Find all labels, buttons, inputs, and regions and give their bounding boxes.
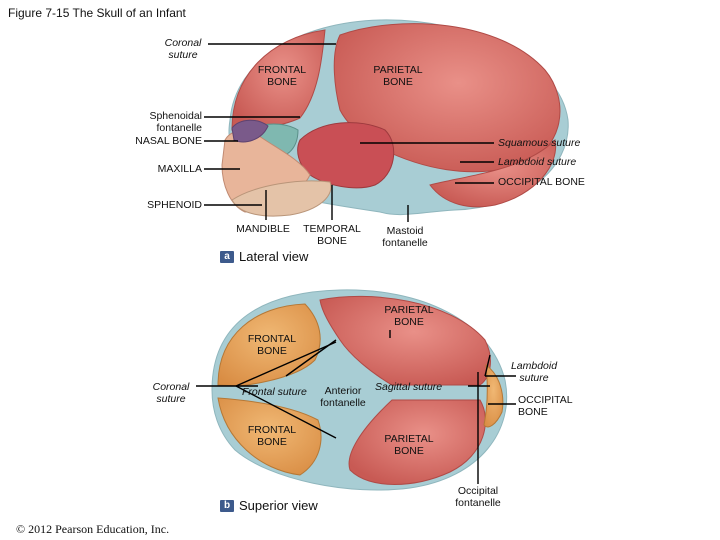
label-nasal-bone: NASAL BONE [135,135,202,147]
lateral-leader-lines [204,43,494,222]
label-sagittal-suture: Sagittal suture [375,381,443,393]
label-lambdoid-suture-superior: Lambdoid suture [510,360,558,384]
label-frontal-bone-bottom: FRONTAL BONE [247,424,297,448]
label-occipital-bone-superior: OCCIPITAL BONE [518,394,573,418]
label-temporal-bone: TEMPORAL BONE [303,223,361,247]
lateral-occipital-bone [429,138,557,208]
label-occipital-bone-lateral: OCCIPITAL BONE [498,176,585,188]
lateral-mandible [231,180,332,217]
label-coronal-suture-superior: Coronal suture [152,381,190,405]
label-coronal-suture-lateral: Coronal suture [164,37,202,61]
lateral-orbit [231,119,269,143]
lateral-skull [221,19,569,217]
superior-leader-lines [196,330,516,484]
superior-view-caption: b Superior view [220,498,318,513]
label-lambdoid-suture-lateral: Lambdoid suture [498,156,577,168]
lateral-caption-text: Lateral view [239,249,309,264]
superior-caption-text: Superior view [239,498,318,513]
label-sphenoidal-fontanelle: Sphenoidal fontanelle [149,110,202,134]
label-squamous-suture: Squamous suture [498,137,581,149]
label-sphenoid: SPHENOID [147,199,202,211]
label-mastoid-fontanelle: Mastoid fontanelle [382,225,428,249]
label-frontal-bone-top: FRONTAL BONE [247,333,297,357]
label-frontal-bone-lateral: FRONTAL BONE [257,64,307,88]
superior-parietal-bottom [348,399,486,485]
lateral-view-caption: a Lateral view [220,249,308,264]
label-occipital-fontanelle: Occipital fontanelle [455,485,501,509]
superior-occipital [483,363,504,428]
label-parietal-bone-top: PARIETAL BONE [384,304,434,328]
copyright-notice: © 2012 Pearson Education, Inc. [16,522,170,536]
label-mandible: MANDIBLE [236,223,290,235]
superior-caption-badge: b [220,499,234,512]
figure-title: Figure 7-15 The Skull of an Infant [8,6,186,20]
label-anterior-fontanelle: Anterior fontanelle [320,385,366,409]
lateral-caption-badge: a [220,250,234,263]
superior-parietal-top [319,295,491,386]
label-parietal-bone-bottom: PARIETAL BONE [384,433,434,457]
label-frontal-suture: Frontal suture [242,386,307,398]
label-parietal-bone-lateral: PARIETAL BONE [373,64,423,88]
label-maxilla: MAXILLA [157,163,202,175]
superior-frontal-top [217,303,321,387]
superior-skull [211,289,508,491]
